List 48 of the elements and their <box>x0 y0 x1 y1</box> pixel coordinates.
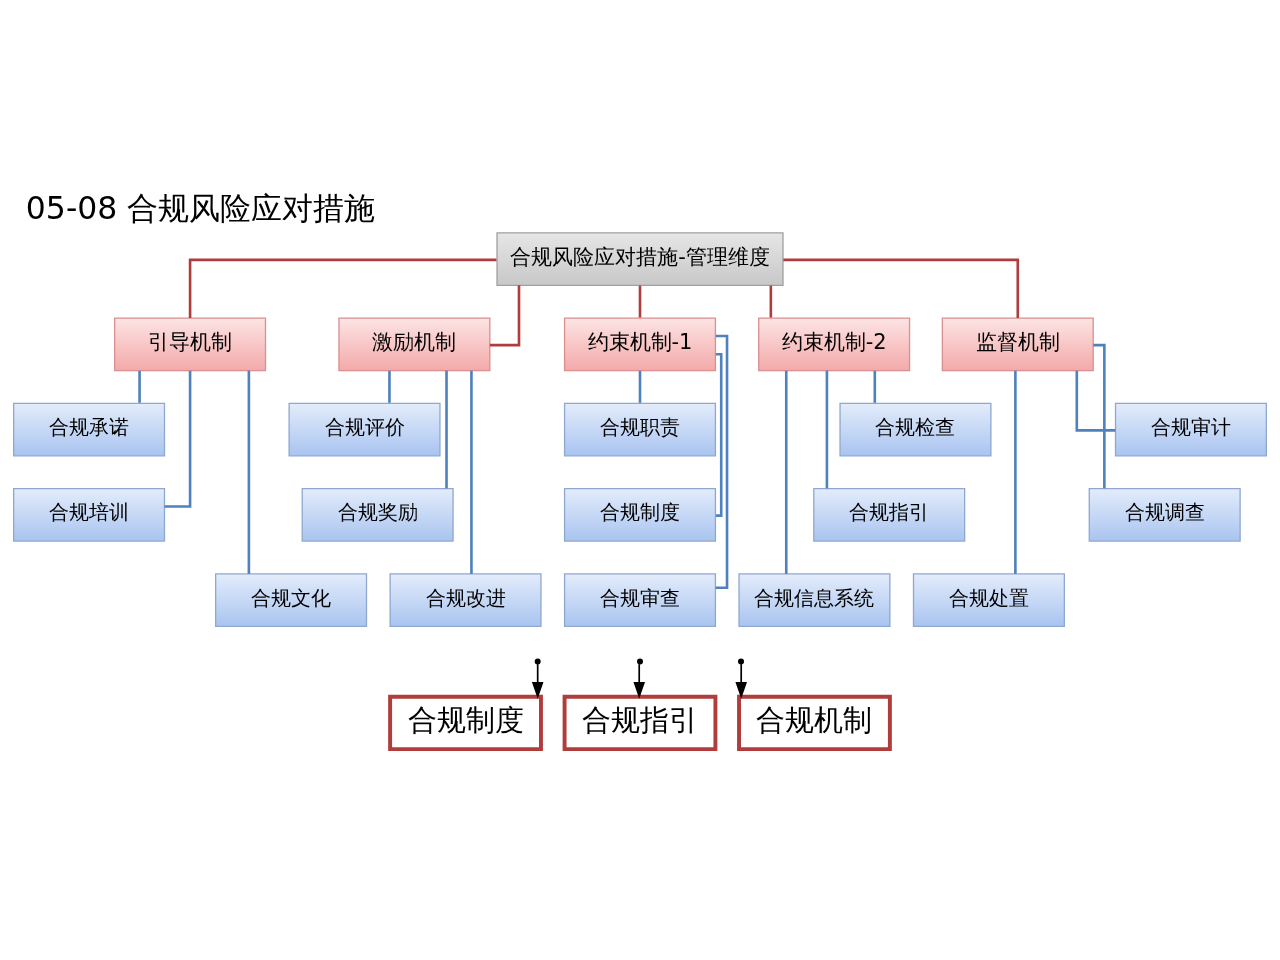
connector <box>783 258 1020 318</box>
connector <box>638 285 642 318</box>
arrow <box>735 662 747 699</box>
node-box: 激励机制 <box>338 316 491 371</box>
node-box: 合规指引 <box>562 694 718 751</box>
connector <box>638 370 642 403</box>
node-box: 合规检查 <box>839 402 992 456</box>
diagram-title: 05-08 合规风险应对措施 <box>25 189 376 226</box>
node-box: 合规承诺 <box>13 402 166 456</box>
connector <box>715 334 729 589</box>
connector <box>784 370 788 574</box>
node-box: 合规评价 <box>288 402 441 456</box>
connector <box>470 370 473 574</box>
node-box: 约束机制-2 <box>758 316 911 371</box>
node-box: 合规审计 <box>1114 402 1267 456</box>
node-box: 合规审查 <box>563 572 717 627</box>
node-box: 合规改进 <box>389 572 542 627</box>
node-box: 合规培训 <box>13 487 166 542</box>
arrow <box>531 662 544 699</box>
node-box: 合规指引 <box>813 487 966 542</box>
node-box: 合规处置 <box>912 572 1065 627</box>
connector <box>825 370 829 488</box>
node-box: 合规奖励 <box>301 487 454 542</box>
node-box: 合规调查 <box>1088 487 1241 542</box>
connector <box>388 370 391 403</box>
node-box: 合规制度 <box>563 487 717 542</box>
node-box: 合规职责 <box>563 402 717 456</box>
connector <box>769 285 773 318</box>
node-box: 引导机制 <box>114 316 267 371</box>
connector <box>1075 370 1116 432</box>
connector <box>715 352 723 517</box>
node-box: 监督机制 <box>941 316 1094 371</box>
node-box: 合规制度 <box>388 694 543 751</box>
connector <box>1093 343 1106 488</box>
connector <box>164 370 192 508</box>
connector <box>873 370 877 403</box>
connector <box>1014 370 1017 574</box>
connector <box>247 370 251 574</box>
connector <box>138 370 141 403</box>
node-box: 合规信息系统 <box>738 572 891 627</box>
connector <box>445 370 448 488</box>
node-box: 约束机制-1 <box>563 316 717 371</box>
node-box: 合规文化 <box>215 572 368 627</box>
node-box: 合规机制 <box>737 694 892 751</box>
connector <box>489 284 521 346</box>
arrow <box>633 662 645 699</box>
node-box: 合规风险应对措施-管理维度 <box>496 231 784 286</box>
connector <box>188 258 497 318</box>
